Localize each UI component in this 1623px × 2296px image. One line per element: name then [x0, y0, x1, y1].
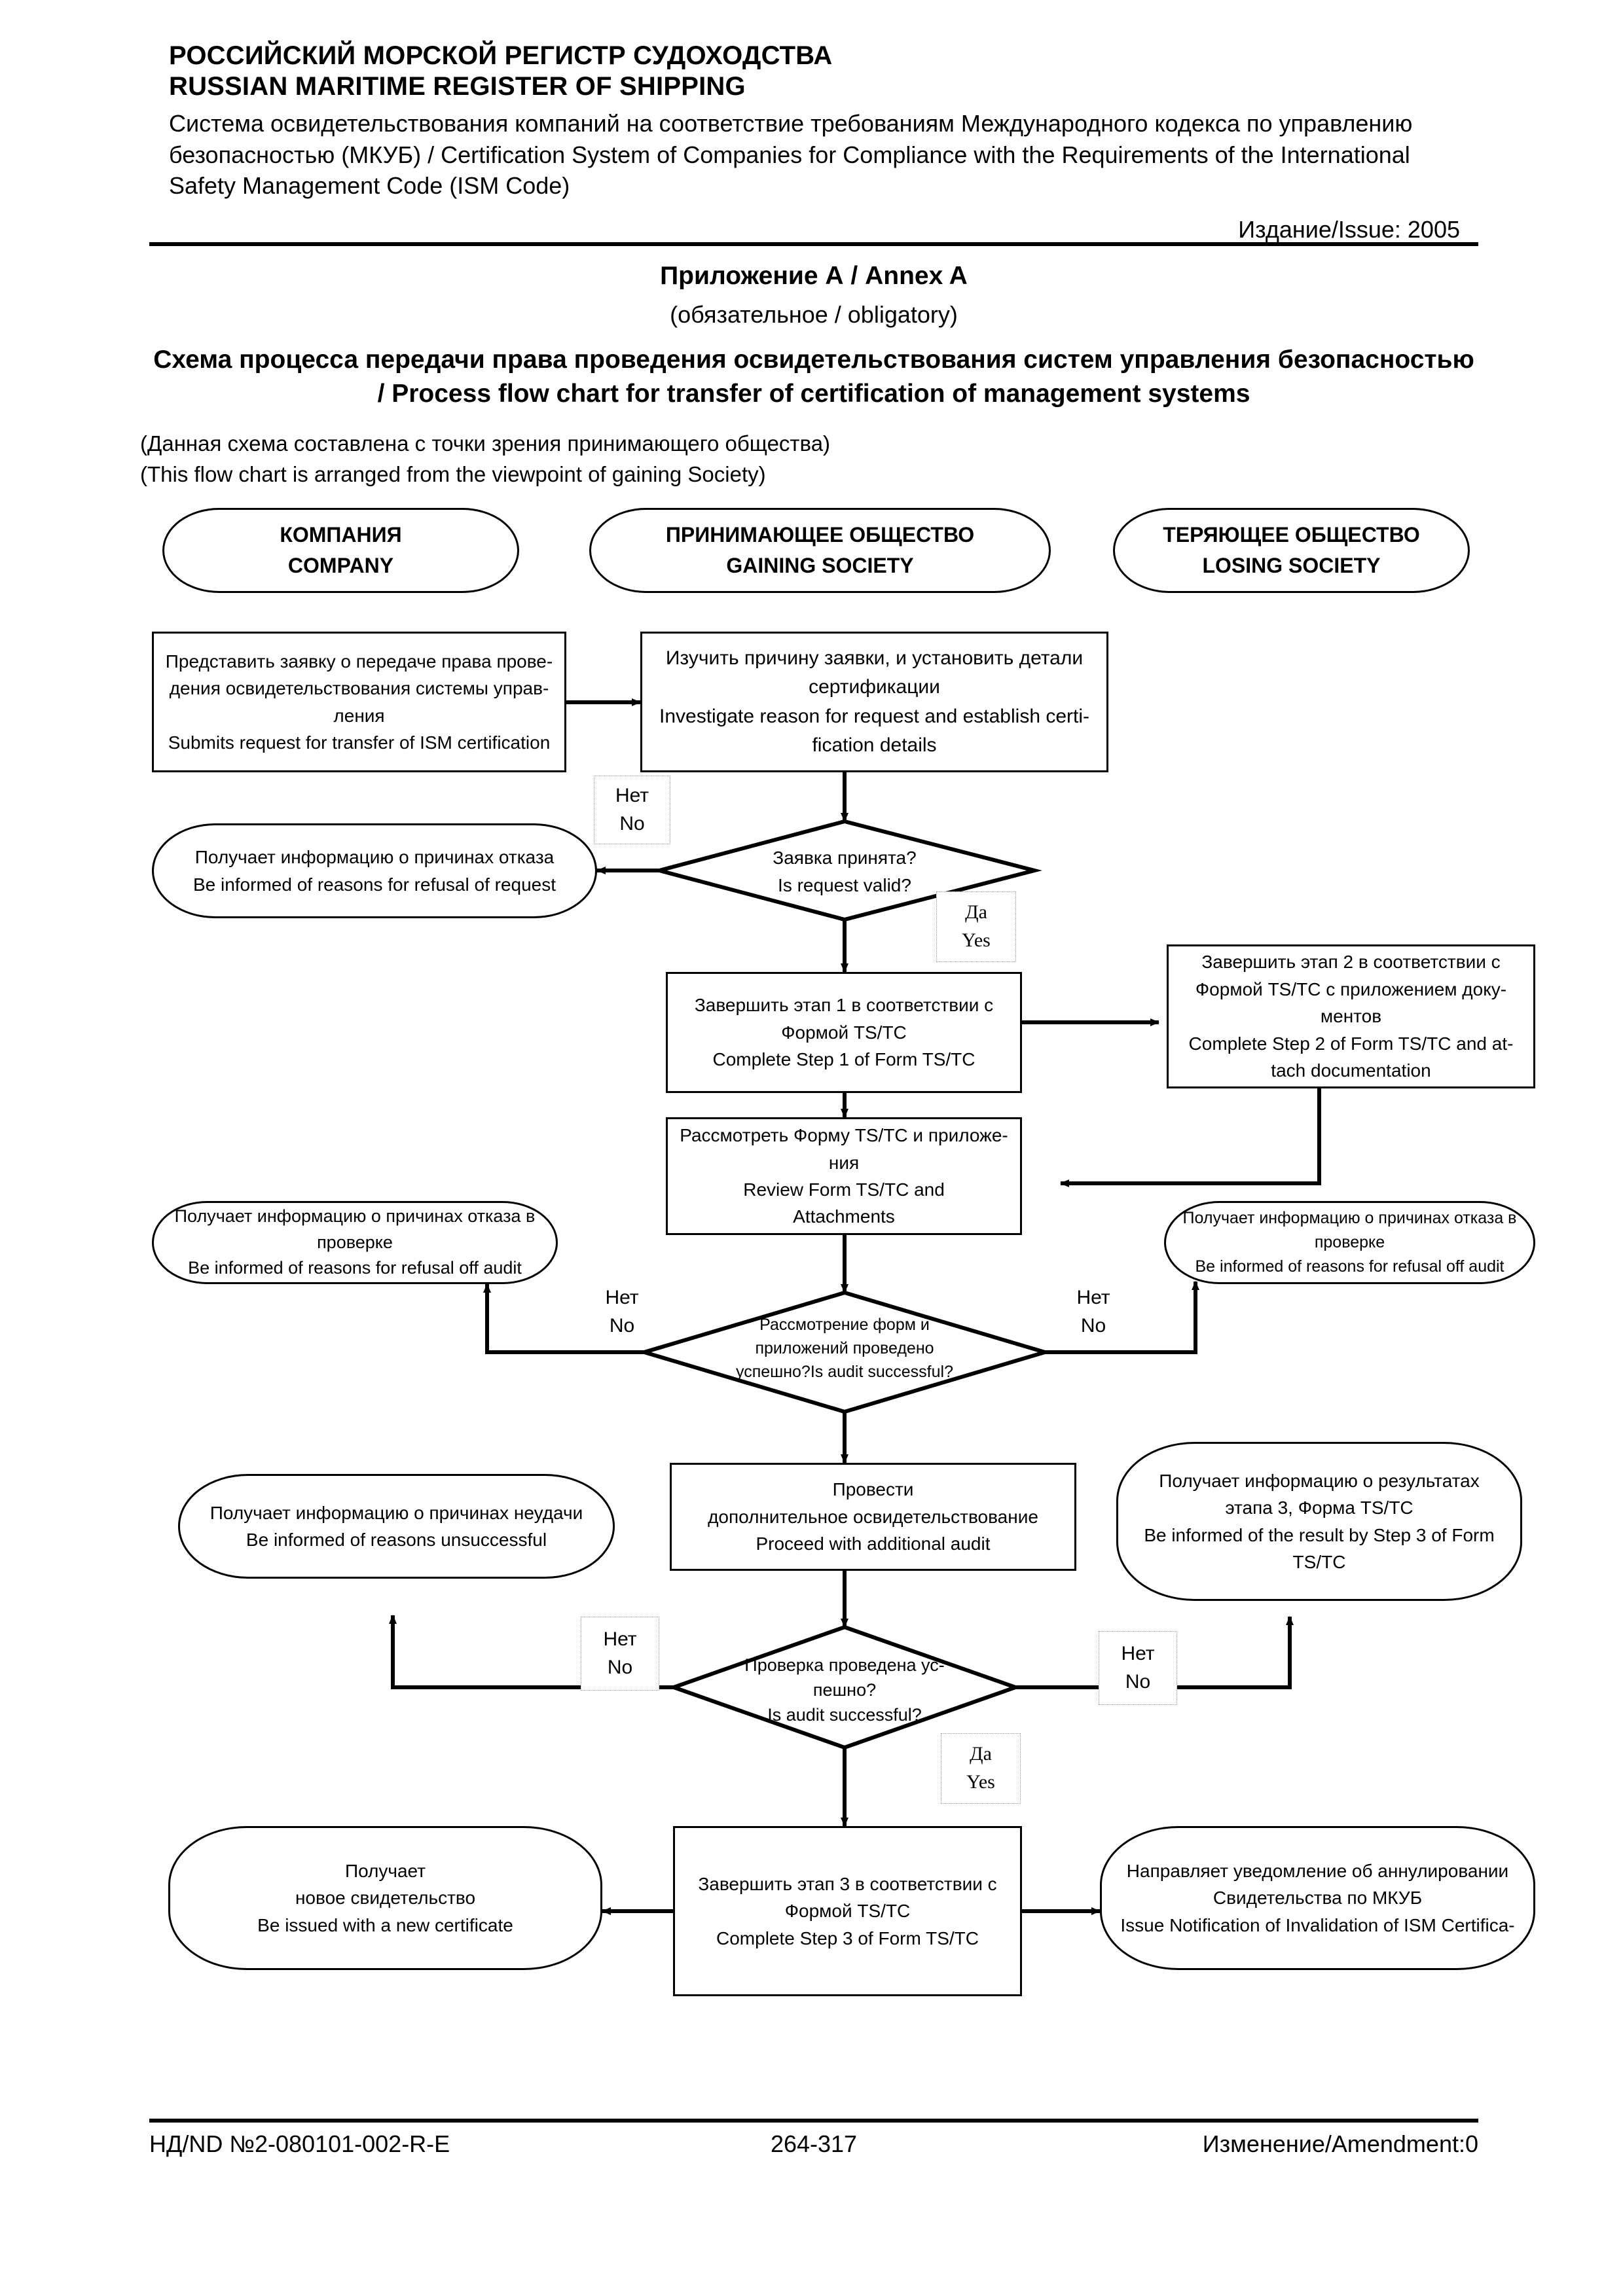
viewpoint-note: (Данная схема составлена с точки зрения …	[140, 429, 830, 490]
node-submit-request: Представить заявку о передаче права пров…	[152, 632, 566, 772]
header-divider	[149, 242, 1478, 246]
node-investigate-text: Изучить причину заявки, и установить дет…	[659, 647, 1090, 756]
title-block: Приложение А / Annex A (обязательное / o…	[149, 262, 1478, 411]
viewpoint-note-ru: (Данная схема составлена с точки зрения …	[140, 431, 831, 456]
organization-name-ru: РОССИЙСКИЙ МОРСКОЙ РЕГИСТР СУДОХОДСТВА	[169, 41, 833, 70]
footer-page-number: 264-317	[770, 2130, 858, 2157]
lane-losing-ru: ТЕРЯЮЩЕЕ ОБЩЕСТВО	[1163, 522, 1420, 547]
document-subtitle: Система освидетельствования компаний на …	[169, 110, 1413, 200]
decision3-text: Проверка проведена ус-пешно?Is audit suc…	[744, 1655, 945, 1725]
lane-losing-en: LOSING SOCIETY	[1202, 554, 1381, 577]
lane-gaining-en: GAINING SOCIETY	[726, 554, 914, 577]
viewpoint-note-en: (This flow chart is arranged from the vi…	[140, 461, 766, 486]
organization-name-en: RUSSIAN MARITIME REGISTER OF SHIPPING	[169, 72, 746, 101]
decision1-text: Заявка принята?Is request valid?	[773, 848, 917, 895]
footer-amendment: Изменение/Amendment:0	[1202, 2130, 1478, 2157]
chart-title: Схема процесса передачи права проведения…	[153, 346, 1474, 408]
issue-label: Издание/Issue: 2005	[1238, 215, 1460, 243]
obligatory-note: (обязательное / obligatory)	[670, 301, 958, 328]
lane-company-en: COMPANY	[287, 554, 394, 577]
annex-title: Приложение А / Annex A	[660, 262, 968, 290]
lane-gaining-ru: ПРИНИМАЮЩЕЕ ОБЩЕСТВО	[665, 522, 975, 547]
footer-doc-id: НД/ND №2-080101-002-R-E	[149, 2130, 450, 2157]
arrow-step2-to-review	[1060, 1088, 1321, 1187]
node-submit-request-text: Представить заявку о передаче права пров…	[165, 651, 553, 753]
lane-company-ru: КОМПАНИЯ	[280, 522, 402, 547]
lane-losing-society: ТЕРЯЮЩЕЕ ОБЩЕСТВО LOSING SOCIETY	[1113, 508, 1470, 593]
lane-company: КОМПАНИЯ COMPANY	[162, 508, 519, 593]
document-footer: НД/ND №2-080101-002-R-E 264-317 Изменени…	[149, 2130, 1478, 2158]
document-header: РОССИЙСКИЙ МОРСКОЙ РЕГИСТР СУДОХОДСТВА R…	[169, 41, 1478, 243]
footer-divider	[149, 2119, 1478, 2123]
lane-gaining-society: ПРИНИМАЮЩЕЕ ОБЩЕСТВО GAINING SOCIETY	[589, 508, 1051, 593]
decision3-text-wrap: Проверка проведена ус-пешно?Is audit suc…	[727, 1644, 962, 1736]
decision1-text-wrap: Заявка принята?Is request valid?	[727, 839, 962, 905]
node-investigate: Изучить причину заявки, и установить дет…	[640, 632, 1108, 772]
